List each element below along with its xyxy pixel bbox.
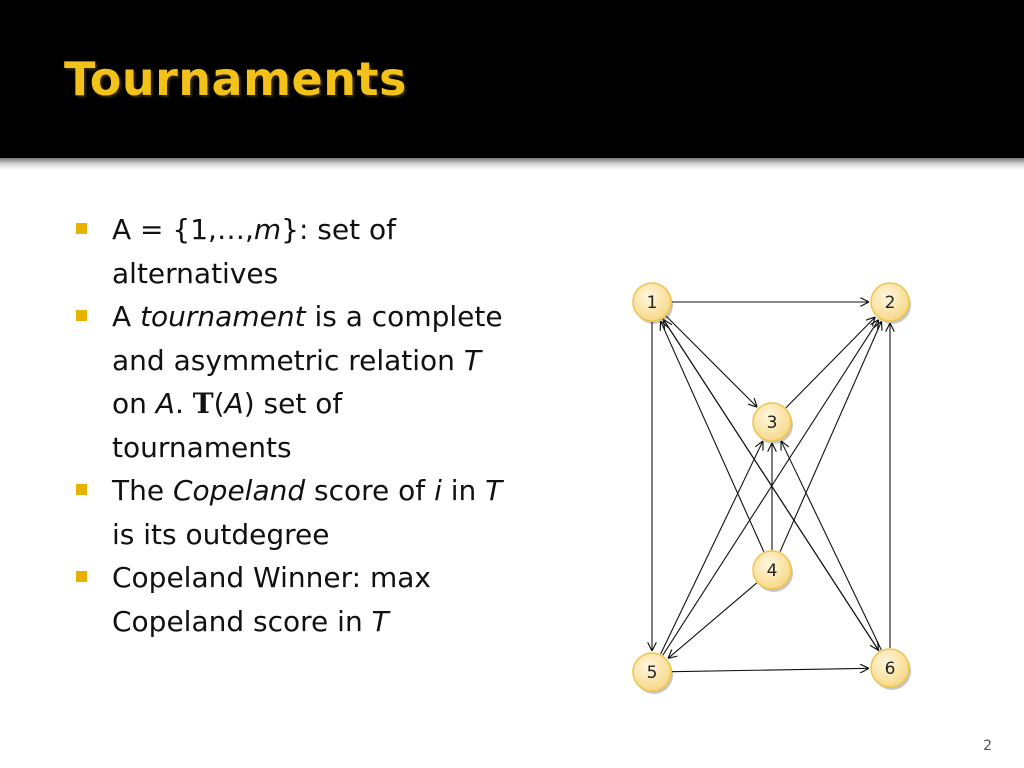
bullet-marker-icon: [76, 223, 87, 234]
bullet-item: The Copeland score of i in T is its outd…: [76, 469, 506, 556]
bullet-text: on: [112, 387, 156, 420]
edge-4-to-1: [661, 321, 765, 552]
bullet-text: tournament: [140, 300, 306, 333]
bullet-text: The: [112, 474, 173, 507]
bullet-text: in: [441, 474, 486, 507]
bullet-text: .: [174, 387, 193, 420]
edge-3-to-2: [785, 317, 875, 409]
node-label: 3: [767, 413, 778, 433]
edge-4-to-5: [668, 582, 758, 658]
node-circle: [632, 652, 672, 692]
edge-6-to-1: [663, 320, 880, 652]
bullet-text: }: set of alternatives: [112, 213, 396, 290]
node-circle: [752, 550, 792, 590]
title-bar: [0, 0, 1024, 158]
title-divider: [0, 158, 1024, 170]
node-4: 4: [752, 550, 793, 592]
bullet-text: (: [213, 387, 225, 420]
node-label: 6: [885, 659, 896, 679]
slide-title: Tournaments: [64, 52, 407, 106]
edge-4-to-2: [779, 321, 881, 552]
bullet-item: A tournament is a complete and asymmetri…: [76, 295, 506, 469]
node-label: 1: [647, 293, 658, 313]
bullet-marker-icon: [76, 571, 87, 582]
bullet-text: Copeland: [172, 474, 306, 507]
bullet-marker-icon: [76, 310, 87, 321]
tournament-graph: 1 2 3 4 5 6: [632, 282, 911, 694]
page-number: 2: [983, 738, 992, 754]
bullet-text: A = {1,…,: [112, 213, 254, 246]
bullet-item: Copeland Winner: max Copeland score in T: [76, 556, 506, 643]
bullet-text: A: [112, 300, 141, 333]
node-label: 4: [767, 561, 778, 581]
node-2: 2: [870, 282, 911, 324]
bullet-text: T: [371, 604, 389, 638]
bullet-text: A: [224, 387, 244, 420]
node-circle: [752, 402, 792, 442]
bullet-text: T: [485, 474, 503, 507]
bullet-item: A = {1,…,m}: set of alternatives: [76, 208, 506, 295]
node-6: 6: [870, 648, 911, 690]
node-layer: 1 2 3 4 5 6: [632, 282, 911, 694]
edge-5-to-6: [671, 668, 869, 671]
node-circle: [870, 282, 910, 322]
bullet-text: m: [253, 213, 282, 246]
bullet-marker-icon: [76, 484, 87, 495]
bullet-text: T: [463, 343, 481, 377]
bullet-text: score of: [305, 474, 435, 507]
node-circle: [632, 282, 672, 322]
bullet-text: is its outdegree: [112, 517, 330, 551]
node-5: 5: [632, 652, 673, 694]
bullet-text: Copeland Winner: max Copeland score in: [112, 561, 431, 638]
edge-6-to-3: [781, 441, 882, 651]
edge-5-to-2: [662, 320, 879, 656]
edge-5-to-3: [660, 441, 763, 655]
node-label: 2: [885, 293, 896, 313]
tournament-set-symbol: T: [192, 387, 214, 420]
node-1: 1: [632, 282, 673, 324]
bullet-text: i: [434, 474, 442, 507]
edge-layer: [652, 302, 890, 672]
bullet-text: ) set of tournaments: [112, 387, 343, 464]
node-circle: [870, 648, 910, 688]
bullet-text: A: [155, 387, 175, 420]
node-3: 3: [752, 402, 793, 444]
edge-1-to-3: [665, 315, 757, 407]
node-label: 5: [647, 663, 658, 683]
bullet-text: is a complete and asymmetric relation: [112, 300, 503, 377]
